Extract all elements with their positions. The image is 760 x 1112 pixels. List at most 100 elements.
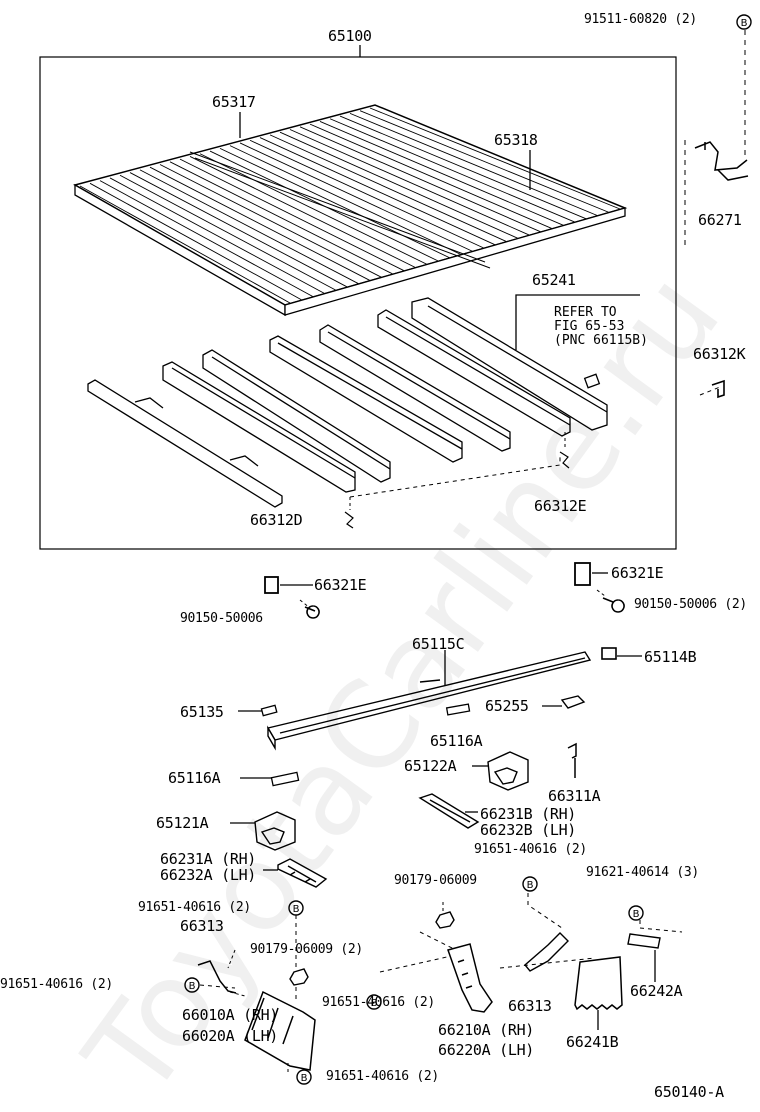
clip-66312K: [711, 379, 725, 399]
floor-rib: [109, 177, 325, 294]
pad-65135: [260, 704, 278, 717]
label-66241B: 66241B: [566, 1033, 619, 1051]
label-66271: 66271: [698, 211, 742, 229]
floor-rib: [289, 129, 530, 236]
label-65122A: 65122A: [404, 757, 457, 775]
label-65116A-center: 65116A: [430, 732, 483, 750]
label-65318: 65318: [494, 131, 538, 149]
floor-rib: [219, 147, 450, 259]
floor-rib: [129, 172, 348, 288]
floor-rib: [149, 166, 370, 281]
clip-66311A: [567, 742, 577, 778]
refer-note-line3: (PNC 66115B): [554, 333, 648, 348]
label-66242A: 66242A: [630, 982, 683, 1000]
label-65121A: 65121A: [156, 814, 209, 832]
label-65255: 65255: [485, 697, 529, 715]
diagram-id: 650140-A: [654, 1083, 724, 1101]
mudflap-66241B: [574, 956, 623, 1011]
plate-66231B: [418, 793, 480, 829]
label-66313-left: 66313: [180, 917, 224, 935]
floor-rib: [309, 123, 552, 229]
label-65115C: 65115C: [412, 635, 465, 653]
floor-rib: [139, 169, 359, 284]
label-65135: 65135: [180, 703, 224, 721]
floor-rib: [209, 150, 439, 262]
pad-65116A-b: [270, 771, 300, 787]
floor-rib: [369, 107, 621, 210]
bracket-65255: [560, 695, 586, 709]
pad-65116A-a: [445, 703, 471, 716]
label-66231B: 66231B (RH): [480, 805, 577, 823]
floor-rib: [159, 164, 382, 278]
refer-note-line1: REFER TO: [554, 305, 617, 320]
label-91651-far-left: 91651-40616 (2): [0, 977, 113, 992]
bed-floor-panel: [73, 104, 628, 317]
mudguard-66010A: [244, 990, 316, 1071]
label-91621: 91621-40614 (3): [586, 865, 699, 880]
label-66010A: 66010A (RH): [182, 1006, 279, 1024]
floor-rib: [329, 118, 575, 223]
label-91511: 91511-60820 (2): [584, 12, 697, 27]
label-65100: 65100: [328, 27, 372, 45]
label-66210A: 66210A (RH): [438, 1021, 535, 1039]
label-66321E-left: 66321E: [314, 576, 367, 594]
label-90150-right: 90150-50006 (2): [634, 597, 747, 612]
label-65114B: 65114B: [644, 648, 697, 666]
label-90179-left: 90179-06009 (2): [250, 942, 363, 957]
floor-rib: [89, 182, 302, 301]
floor-rib: [189, 156, 416, 268]
floor-rib: [249, 139, 484, 249]
label-66232A: 66232A (LH): [160, 866, 257, 884]
floor-rib: [79, 185, 291, 304]
floor-rib: [169, 161, 393, 275]
label-65317: 65317: [212, 93, 256, 111]
floor-rib: [179, 158, 404, 271]
label-66231A: 66231A (RH): [160, 850, 257, 868]
label-91651-mid: 91651-40616 (2): [322, 995, 435, 1010]
floor-rib: [299, 126, 541, 233]
floor-rib: [279, 131, 518, 239]
label-66311A: 66311A: [548, 787, 601, 805]
floor-rib: [119, 174, 336, 291]
bolt-90150-right: [602, 597, 625, 613]
bracket-65122A: [487, 751, 529, 791]
plate-66231A: [277, 858, 328, 888]
cross-sills: [87, 297, 608, 508]
nut-90179-center: [435, 911, 455, 929]
label-66220A: 66220A (LH): [438, 1041, 535, 1059]
floor-rib: [239, 142, 473, 252]
floor-rib: [319, 121, 564, 226]
label-66313-right: 66313: [508, 997, 552, 1015]
floor-rib: [199, 153, 427, 265]
side-rail-65115C: [266, 651, 592, 751]
label-66312K: 66312K: [693, 345, 746, 363]
floor-rib: [99, 180, 313, 297]
label-66312E: 66312E: [534, 497, 587, 515]
bracket-66210A: [447, 943, 493, 1013]
label-65116A-left: 65116A: [168, 769, 221, 787]
bracket-66271: [694, 141, 749, 181]
label-66321E-right: 66321E: [611, 564, 664, 582]
floor-rib: [229, 145, 461, 255]
label-66232B: 66232B (LH): [480, 821, 577, 839]
label-91651-bottom: 91651-40616 (2): [326, 1069, 439, 1084]
clip-65114B: [601, 647, 617, 660]
label-90179-center: 90179-06009: [394, 873, 477, 888]
plate-66242A: [627, 933, 661, 949]
floor-rib: [359, 110, 609, 213]
floor-rib: [269, 134, 507, 242]
bracket-65121A: [254, 811, 296, 851]
label-90150-left: 90150-50006: [180, 611, 263, 626]
label-66020A: 66020A (LH): [182, 1027, 279, 1045]
label-66312D: 66312D: [250, 511, 303, 529]
assembly-frame: [39, 56, 677, 550]
clip-66321E-left: [264, 576, 279, 594]
label-91651-center: 91651-40616 (2): [474, 842, 587, 857]
floor-rib: [349, 112, 598, 216]
bracket-66313-right: [524, 932, 569, 972]
bolt-90150-left: [304, 605, 320, 619]
label-91651-left: 91651-40616 (2): [138, 900, 251, 915]
label-65241: 65241: [532, 271, 576, 289]
